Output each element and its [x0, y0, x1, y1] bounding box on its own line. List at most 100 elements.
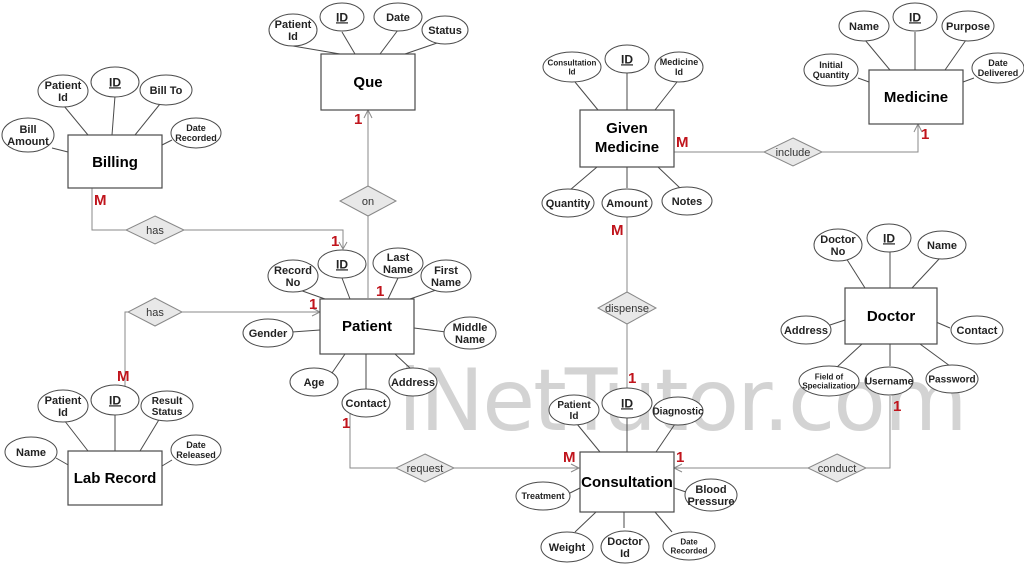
relationship-label: include — [776, 147, 811, 159]
attribute-doctor-username: Username — [864, 366, 914, 396]
entity-lab-record: Lab Record — [67, 450, 163, 506]
attribute-doctor-contact: Contact — [950, 315, 1004, 345]
attribute-label: Id — [58, 92, 68, 104]
cardinality-patient-request: 1 — [342, 415, 350, 432]
attribute-ellipse — [90, 66, 140, 98]
cardinalities: 1 1 M 1 1 M M 1 M 1 1 M 1 1 — [94, 111, 929, 466]
attribute-ellipse — [864, 366, 914, 396]
cardinality-billing-has: M — [94, 192, 107, 209]
attribute-ellipse — [652, 396, 704, 426]
attribute-given-medicine-quantity: Quantity — [541, 188, 595, 218]
attribute-label: First — [434, 265, 458, 277]
entity-given-medicine: Given Medicine — [579, 109, 675, 168]
attribute-que-date: Date — [373, 2, 423, 32]
cardinality-consultation-request: M — [563, 449, 576, 466]
attribute-medicine-name: Name — [838, 10, 890, 42]
relationship-on: on — [338, 185, 398, 217]
entity-billing: Billing — [67, 134, 163, 189]
cardinality-given-medicine-include: M — [676, 134, 689, 151]
attribute-ellipse — [604, 44, 650, 74]
attribute-ellipse — [373, 2, 423, 32]
attribute-ellipse — [601, 188, 653, 218]
attribute-label: Doctor — [607, 536, 643, 548]
attribute-label: Patient — [45, 395, 82, 407]
attribute-ellipse — [372, 247, 424, 279]
attribute-ellipse — [420, 259, 472, 293]
relationship-label: conduct — [818, 463, 857, 475]
attribute-label: Date — [386, 12, 410, 24]
attribute-label: Patient — [557, 400, 591, 411]
attribute-label: Id — [570, 411, 579, 422]
attribute-ellipse — [838, 10, 890, 42]
attribute-ellipse — [662, 531, 716, 561]
attribute-label: Address — [784, 325, 828, 337]
attribute-label: Id — [288, 31, 298, 43]
attribute-ellipse — [268, 13, 318, 47]
entity-label: Que — [353, 74, 382, 91]
attribute-ellipse — [654, 51, 704, 83]
attribute-label: ID — [909, 10, 921, 24]
entity-label: Given — [606, 120, 648, 137]
attribute-label: Notes — [672, 196, 703, 208]
attribute-label: Name — [455, 334, 485, 346]
entity-patient: Patient — [319, 298, 415, 355]
attribute-label: Recorded — [671, 546, 708, 555]
entity-label: Consultation — [581, 474, 673, 491]
attribute-ellipse — [319, 2, 365, 32]
attribute-ellipse — [37, 74, 89, 108]
attribute-label: Field of — [815, 372, 844, 381]
attribute-label: Username — [865, 377, 914, 388]
attribute-ellipse — [925, 364, 979, 394]
attribute-patient-contact: Contact — [341, 388, 391, 418]
attribute-label: Age — [304, 377, 325, 389]
relationship-label: has — [146, 307, 164, 319]
attribute-label: Contact — [957, 325, 998, 337]
attribute-lab-record-name: Name — [4, 436, 58, 468]
relationship-connectors — [91, 108, 923, 473]
attribute-ellipse — [601, 387, 653, 419]
attribute-ellipse — [140, 390, 194, 422]
attribute-label: ID — [336, 10, 348, 24]
attribute-label: Patient — [45, 80, 82, 92]
attribute-label: ID — [109, 75, 121, 89]
attribute-consultation-weight: Weight — [540, 531, 594, 563]
relationship-label: request — [407, 463, 444, 475]
entity-label: Medicine — [884, 89, 948, 106]
attribute-ellipse — [866, 223, 912, 253]
attribute-label: Bill — [19, 124, 36, 136]
attribute-ellipse — [540, 531, 594, 563]
attribute-consultation-id: ID — [601, 387, 653, 419]
attribute-ellipse — [317, 249, 367, 279]
attribute-label: Released — [176, 450, 216, 460]
attribute-ellipse — [542, 51, 602, 83]
attribute-ellipse — [684, 478, 738, 512]
cardinality-doctor-conduct: 1 — [893, 398, 901, 415]
cardinality-patient-on: 1 — [376, 283, 384, 300]
attribute-label: Initial — [819, 60, 843, 70]
attribute-given-medicine-amount: Amount — [601, 188, 653, 218]
attribute-label: Status — [152, 407, 183, 418]
attribute-label: Record — [274, 265, 312, 277]
attribute-label: Amount — [606, 198, 648, 210]
attribute-label: Date — [186, 123, 206, 133]
attribute-label: Gender — [249, 328, 288, 340]
attribute-ellipse — [950, 315, 1004, 345]
cardinality-patient-has-lab: 1 — [309, 296, 317, 313]
attribute-patient-address: Address — [388, 367, 438, 397]
attribute-ellipse — [421, 15, 469, 45]
attribute-label: Weight — [549, 542, 586, 554]
attribute-ellipse — [1, 117, 55, 153]
attribute-ellipse — [798, 365, 860, 397]
